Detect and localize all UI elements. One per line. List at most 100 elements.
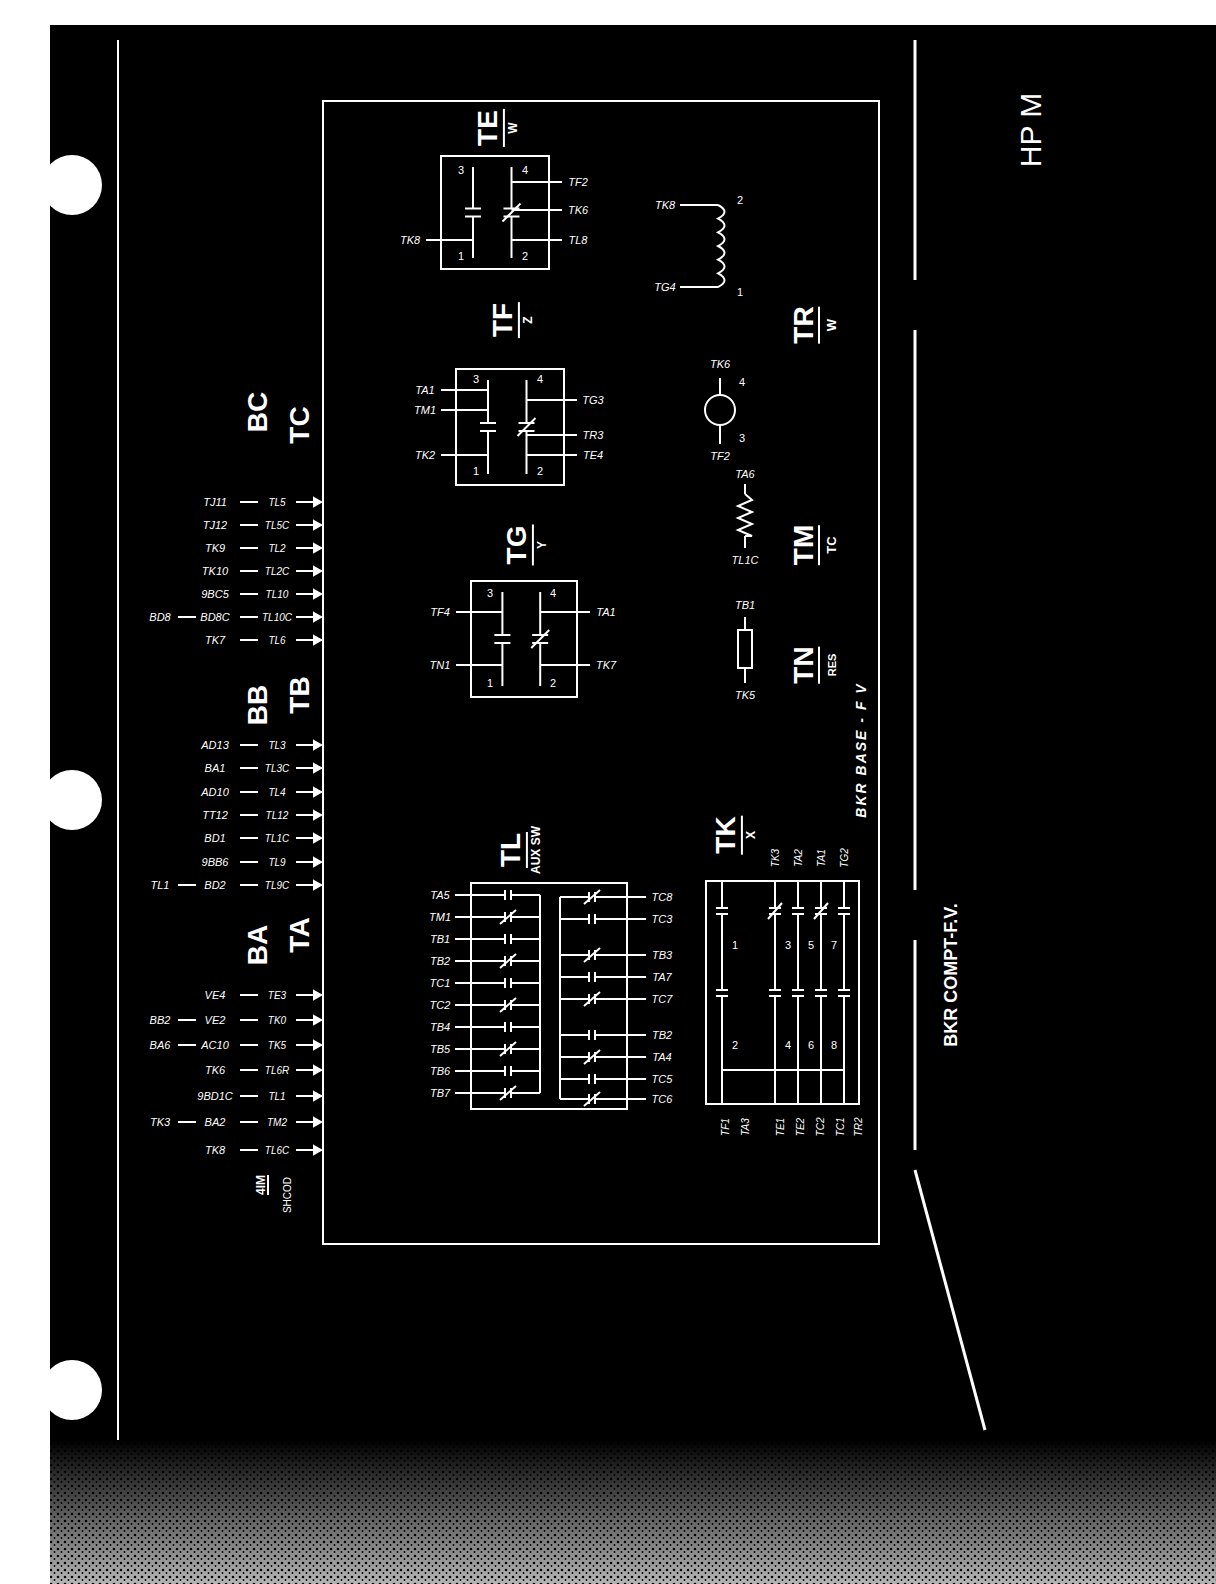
wire: [455, 960, 505, 962]
terminal-arrow: [314, 567, 321, 575]
wire: [680, 286, 718, 288]
wire-label: TA2: [793, 849, 804, 867]
strip-wire: [178, 1121, 196, 1123]
wire-label: TA1: [415, 384, 434, 396]
wire: [744, 617, 746, 630]
pin-number: 1: [473, 465, 479, 477]
wire: [843, 914, 845, 990]
strip-wire: [240, 994, 258, 996]
contact-symbol: [504, 978, 506, 988]
wire: [843, 880, 845, 908]
strip-terminal-label: TL6R: [265, 1065, 289, 1076]
wire-label: TC2: [815, 1118, 826, 1137]
wire-label: TK3: [770, 849, 781, 867]
wire-label: TG3: [582, 394, 603, 406]
contact-symbol: [494, 642, 510, 644]
terminal-arrow: [314, 1066, 321, 1074]
strip-terminal-label: TL9C: [265, 880, 289, 891]
pin-number: 1: [487, 677, 493, 689]
strip-wire: [240, 570, 258, 572]
contact-symbol: [518, 418, 536, 436]
contact-symbol: [815, 989, 827, 991]
strip-wire: [240, 1069, 258, 1071]
wire: [560, 976, 589, 978]
contact-symbol: [500, 1042, 516, 1056]
strip-wire: [240, 837, 258, 839]
device-code: TL: [497, 832, 528, 868]
wire-label: TA4: [652, 1051, 671, 1063]
strip-wire: [178, 616, 196, 618]
device-subcode: W: [507, 122, 520, 133]
strip-terminal-label: TL9: [268, 857, 285, 868]
wire-label: TE2: [795, 1118, 806, 1136]
wire: [511, 982, 540, 984]
wire-label: TF2: [568, 176, 588, 188]
sheet-title: TC: [285, 406, 316, 443]
strip-terminal-label: TL1C: [265, 833, 289, 844]
strip-wire: [240, 884, 258, 886]
contact-symbol: [480, 430, 496, 432]
sheet-title: BB: [243, 685, 274, 725]
wire-label: TK9: [205, 542, 225, 554]
wire: [511, 1092, 540, 1094]
contact-symbol: [584, 992, 600, 1006]
wiring-symbols: [178, 167, 850, 1154]
strip-wire: [240, 1019, 258, 1021]
wire: [595, 976, 646, 978]
strip-terminal-label: TL4: [268, 787, 285, 798]
pin-number: 6: [808, 1039, 814, 1051]
wire-label: TK7: [205, 634, 225, 646]
wire-label: TC7: [652, 993, 673, 1005]
wire: [820, 880, 822, 908]
symbol-designation: TC: [825, 536, 839, 553]
wire: [774, 914, 776, 990]
pin-number: 1: [737, 286, 743, 298]
strip-wire: [240, 639, 258, 641]
contact-symbol: [504, 1022, 506, 1032]
strip-wire: [178, 1019, 196, 1021]
contact-symbol: [504, 934, 506, 944]
wire-label: TC2: [430, 999, 451, 1011]
wire-label: TB1: [735, 599, 755, 611]
component-box: TKX: [705, 880, 860, 1105]
terminal-arrow: [314, 1016, 321, 1024]
pin-number: 2: [550, 677, 556, 689]
wire: [560, 1034, 589, 1036]
wire: [559, 897, 561, 1099]
symbol-designation: RES: [826, 654, 838, 677]
terminal-arrow: [314, 811, 321, 819]
wire-label: TE1: [775, 1118, 786, 1136]
pin-number: 7: [831, 939, 837, 951]
wire: [595, 1034, 646, 1036]
wire-label: TK5: [735, 689, 755, 701]
terminal-arrow: [314, 498, 321, 506]
component-designation: TFZ: [489, 302, 535, 338]
device-code: TK: [712, 815, 743, 854]
strip-terminal-label: TL3: [268, 740, 285, 751]
strip-wire: [240, 1121, 258, 1123]
wire: [540, 611, 590, 613]
device-code: TE: [474, 109, 505, 147]
wire-label: 9BB6: [202, 856, 229, 868]
wire: [797, 914, 799, 990]
terminal-arrow: [314, 1092, 321, 1100]
wire-label: TC1: [835, 1118, 846, 1137]
wire: [512, 181, 563, 183]
wire-label: TL8: [569, 234, 588, 246]
contact-symbol: [584, 1050, 600, 1064]
component-designation: TLAUX SW: [497, 826, 543, 874]
device-subcode: X: [745, 831, 758, 839]
wire-label: TC8: [652, 891, 673, 903]
wire-label: VE4: [205, 989, 226, 1001]
contact-symbol: [465, 216, 481, 218]
wire: [511, 938, 540, 940]
pin-number: 3: [487, 587, 493, 599]
contact-symbol: [480, 422, 496, 424]
component-box: TEW: [440, 155, 550, 270]
terminal-arrow: [314, 834, 321, 842]
wire: [560, 896, 589, 898]
wire: [595, 954, 646, 956]
contact-symbol: [769, 989, 781, 991]
margin-line: [117, 40, 119, 1440]
wire-label: TA1: [816, 849, 827, 867]
